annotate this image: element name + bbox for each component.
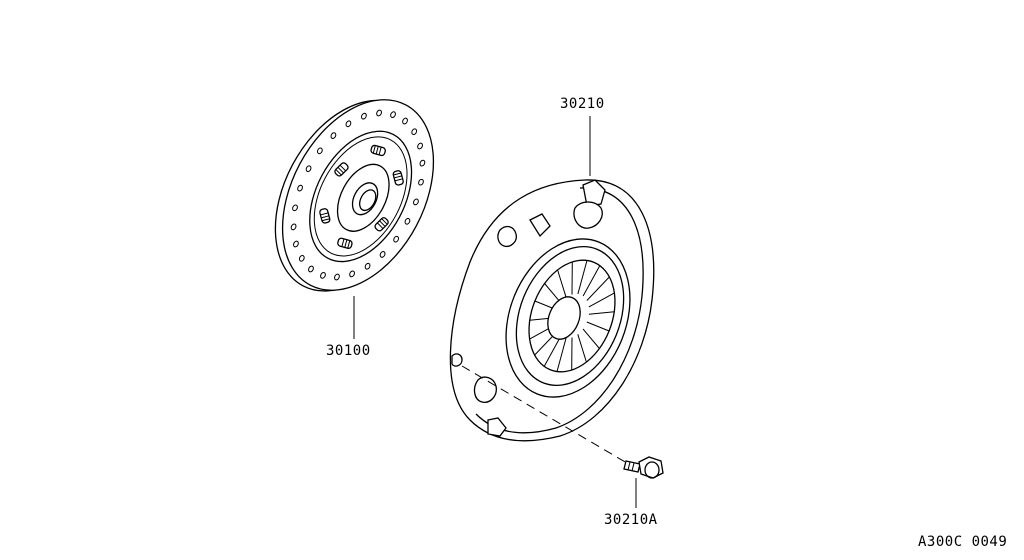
pressure-plate-cover	[449, 179, 655, 442]
diagram-reference-code: A300C 0049	[918, 534, 1008, 550]
part-number-label: 30100	[326, 343, 371, 359]
bolt	[623, 456, 664, 479]
part-number-label: 30210A	[604, 512, 658, 528]
part-number-label: 30210	[560, 96, 605, 112]
clutch-disc	[274, 99, 435, 292]
assembly-line	[461, 365, 633, 467]
